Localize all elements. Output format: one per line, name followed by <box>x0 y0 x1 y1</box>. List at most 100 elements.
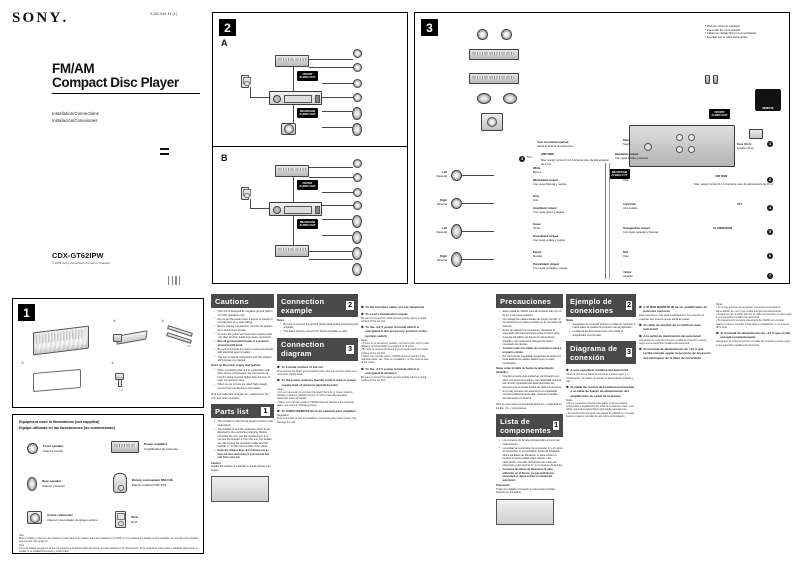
rear-speaker-icon <box>352 123 362 136</box>
connector-dot-6: 6 <box>767 253 773 259</box>
caution-0: This unit is designed for negative groun… <box>214 310 274 317</box>
amp-rem-note-es: Corriente máx. de alimentación de 0,3 A <box>541 159 610 166</box>
precaucion-4: Conecte todos los cables de conexión a m… <box>499 347 563 354</box>
panel-badge-3: 3 <box>421 19 438 36</box>
column-precauciones: Precauciones Esta unidad se diseñó para … <box>496 294 563 525</box>
front-speaker-icon-left <box>451 170 462 181</box>
section-header-ejemplo: Ejemplo de conexiones 2 <box>566 294 636 317</box>
caution-5: Be sure to insulate any loose unconnecte… <box>214 348 274 355</box>
section-header-diagrama: Diagrama de conexión 3 <box>566 341 636 365</box>
wire-label-purple: Purple Morado <box>533 251 543 258</box>
diagrama-title-5: Al terminal de alimentación de +12 V que… <box>643 347 712 360</box>
eq-label-en-0: Front speaker <box>43 443 64 448</box>
precauciones-subbullets: Cuando conecte esta unidad en combinació… <box>496 375 563 400</box>
wire-label-orange-white: Orange/white striped Con rayas naranjas … <box>623 227 659 234</box>
model-block: CDX-GT62IPW © 2008 Sony Corporation Prin… <box>52 251 110 265</box>
front-speaker-icon <box>353 79 362 88</box>
part-ref-5: ⑤ <box>111 361 115 365</box>
section-header-connection-diagram: Connection diagram 3 <box>277 337 358 361</box>
eq-label-es-0: Altavoz frontal <box>43 448 63 453</box>
front-speaker-icon <box>353 93 362 102</box>
diagrama-body-5: Notas • Si no hay posición de accesorio,… <box>716 303 792 329</box>
parts-illustration-panel: 1 ① ② ③ × 2 ④ ⑤ × 2 <box>12 298 204 408</box>
eq-label-en-1: Power amplifier <box>144 442 168 447</box>
connector-dot-4: 4 <box>767 205 773 211</box>
lista-caution-heading: Precaución <box>496 484 510 488</box>
conn-example-body: Notes Be sure to connect the ground (ear… <box>277 317 358 334</box>
conn-example-notes: Be sure to connect the ground (earth) le… <box>277 322 358 334</box>
precauciones-heading: Precauciones <box>500 296 552 306</box>
parts-bullet-0: The numbers in the list are keyed to tho… <box>214 420 274 427</box>
cautions-trademark: iPod is a trademark of Apple Inc., regis… <box>211 393 269 400</box>
model-number: CDX-GT62IPW <box>52 251 104 260</box>
conn-example-badge: 2 <box>346 301 354 310</box>
ejemplo-badge: 2 <box>626 301 632 310</box>
step-title-5: To the +12 V power terminal which is ene… <box>365 325 427 338</box>
parts-caution-heading: Caution <box>211 461 221 465</box>
connector-dot-7: 7 <box>767 273 773 279</box>
diagrama-num-2: ❸ <box>639 305 642 310</box>
part-item-1: ① <box>21 319 89 356</box>
column-cautions: Cautions This unit is designed for negat… <box>211 294 274 503</box>
caution-6: The use of optical instruments with this… <box>214 355 274 363</box>
parts-caution-text: Handle the bracket ④ carefully to avoid … <box>211 465 271 472</box>
step-body-6: Be sure to connect the black ground (ear… <box>361 375 427 383</box>
cautions-bullets: This unit is designed for negative groun… <box>211 310 274 363</box>
diagrama-body-cont-2: Notas • Si no hay posición de accesorio,… <box>716 294 792 347</box>
parts-list-badge: 1 <box>261 406 270 416</box>
fuse-label-en: Fuse (10 A) <box>737 143 752 146</box>
section-header-lista-componentes: Lista de componentes 1 <box>496 414 563 438</box>
connection-example-variant-b: B FRONT AUDIO OUT REAR/SUB AUDIO OUT <box>213 147 407 283</box>
precaucion-2: Antes de realizar las conexiones, desact… <box>499 328 563 336</box>
power-amplifier-icon-2 <box>469 73 519 84</box>
parts-bullet-2: Keep the release keys ③ for future use a… <box>214 449 274 460</box>
ejemplo-notes: Asegúrese de conectar primero el cable d… <box>566 322 636 338</box>
lista-badge: 1 <box>553 421 559 431</box>
part-qty-5: × 2 <box>119 389 123 392</box>
caution-sub-1: When no car circuits are rated high enou… <box>214 383 274 390</box>
diagram-step-6: ❼ To the +12 V power terminal which is e… <box>361 367 431 375</box>
step-title-6: To the +12 V power terminal which is ene… <box>365 366 420 375</box>
connection-example-panel: 2 A FRONT AUDIO OUT REAR/SUB AUDIO OUT <box>212 12 408 284</box>
head-unit-icon <box>269 91 322 105</box>
wire-label-black: Black Negro <box>623 139 631 146</box>
part-item-2: ② <box>113 319 148 345</box>
parts-list-body: The numbers in the list are keyed to tho… <box>211 418 274 472</box>
diagrama-title-2: A AUDIO REMOTE IN de un amplificador de … <box>643 305 707 314</box>
copyright-notice: © 2008 Sony Corporation Printed in Thail… <box>52 261 110 265</box>
conn-example-note-1: The alarm will only sound if the built-i… <box>280 330 358 334</box>
diagrama-body: ❶ A una superficie metálica del automóvi… <box>566 364 636 418</box>
head-unit-icon <box>269 202 322 216</box>
conn-diagram-badge: 3 <box>346 344 354 354</box>
masthead: SONY. 3-283-540-41 (1) FM/AM Compact Dis… <box>0 0 205 290</box>
precauciones-subheading: Notas sobre el cable de fuente de alimen… <box>496 367 554 374</box>
wire-label-yellow: Yellow Amarillo <box>623 271 633 278</box>
diagrama-title-3: Al cable de interfaz de un teléfono para… <box>643 323 701 332</box>
caution-sub-0: When connecting this unit in combination… <box>214 368 274 383</box>
speaker-side-1: Right Derecha <box>436 199 447 206</box>
power-amplifier-icon <box>275 165 309 177</box>
ejemplo-body: Notas Asegúrese de conectar primero el c… <box>566 317 636 337</box>
caution-3: Connect the yellow and red power supply … <box>214 332 274 340</box>
rear-speaker-icon <box>503 93 517 104</box>
cautions-subbullets: When connecting this unit in combination… <box>211 368 274 391</box>
remote-label: REMOTE <box>762 106 774 110</box>
step-body-4: Be sure to connect the black ground (ear… <box>361 316 427 323</box>
equipment-legend-title: Equipment used in illustrations (not sup… <box>13 415 203 431</box>
connector-dot-5: 5 <box>767 229 773 235</box>
sony-logo: SONY. <box>12 10 67 26</box>
speaker-side-0: Left Izquierda <box>435 171 447 178</box>
section-header-cautions: Cautions <box>211 294 274 308</box>
wire-function-illumination: ILLUMINATION <box>713 227 733 230</box>
eq-label-es-2: Altavoz posterior <box>42 484 66 488</box>
brand-text: SONY <box>12 10 63 26</box>
column-diagrama-cont: ❸ A AUDIO REMOTE IN de un amplificador d… <box>639 294 713 361</box>
diagram-step-4: ❺ To a car's illumination signal <box>361 312 431 316</box>
eq-label-es-1: Amplificador de potencia <box>144 447 178 451</box>
top-note-2: * Cable con clavijas RCA (no suministrad… <box>705 32 757 36</box>
fuse-label-es: Fusible (10 A) <box>737 146 754 150</box>
wire-label-gray-black: Gray/black striped Con rayas grises y ne… <box>533 207 565 214</box>
antenna-label: from car antenna (aerial) desde la anten… <box>537 141 609 148</box>
diagrama-step-2: ❸ A AUDIO REMOTE IN de un amplificador d… <box>639 305 713 313</box>
diagram-step-5: ❻ To the +12 V power terminal which is e… <box>361 325 431 338</box>
